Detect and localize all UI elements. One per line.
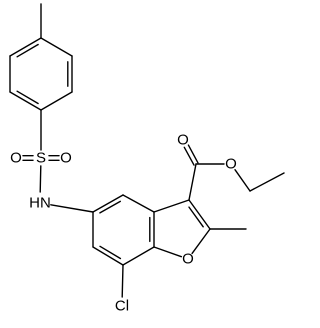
bond-c7-c6 [92, 246, 124, 266]
atom-label-o-carbonyl: O [177, 132, 189, 149]
bond-c_t4-c_t5-inner [16, 90, 39, 105]
bond-c_t4-c_t5 [9, 91, 42, 111]
bond-c_carb-o_carbonyl-second [183, 146, 195, 166]
bond-layer [9, 3, 285, 298]
bond-o_ester-c_ch2 [234, 168, 251, 192]
bond-c5-c4 [92, 194, 124, 213]
bond-c5-c4-inner [99, 200, 122, 214]
bond-c7-c6-inner [99, 245, 122, 260]
atom-label-s: S [36, 150, 46, 167]
bond-c4-c3a [122, 194, 155, 213]
bond-c2-o1 [191, 228, 211, 255]
atom-label-cl: Cl [115, 298, 129, 315]
bond-c3-c2 [188, 199, 211, 230]
bond-c3-c_carb [188, 163, 197, 201]
bond-c_ch2-c_ch3 [249, 172, 285, 192]
bond-n-c5 [50, 204, 94, 213]
bond-c_t3-c_t4 [40, 91, 73, 111]
bond-c_t1-c_t2 [40, 37, 73, 57]
bond-c3-c2-inner [188, 206, 204, 228]
bond-s-n [39, 165, 42, 193]
atom-label-o1: O [182, 251, 194, 268]
bond-c_t6-c_t1 [9, 37, 42, 57]
bond-c_carb-o_carbonyl [187, 144, 199, 164]
bond-c7a-c7 [122, 246, 155, 266]
atom-label-n: HN [29, 195, 51, 212]
bond-c7-cl [121, 264, 124, 298]
atom-label-o-ester: O [225, 156, 237, 173]
atom-label-o-s1: O [10, 150, 22, 167]
atom-label-o-s2: O [60, 150, 72, 167]
bond-c_t6-c_t1-inner [16, 43, 39, 58]
bond-o1-c7a [153, 246, 183, 258]
bond-c3a-c3 [153, 199, 190, 213]
